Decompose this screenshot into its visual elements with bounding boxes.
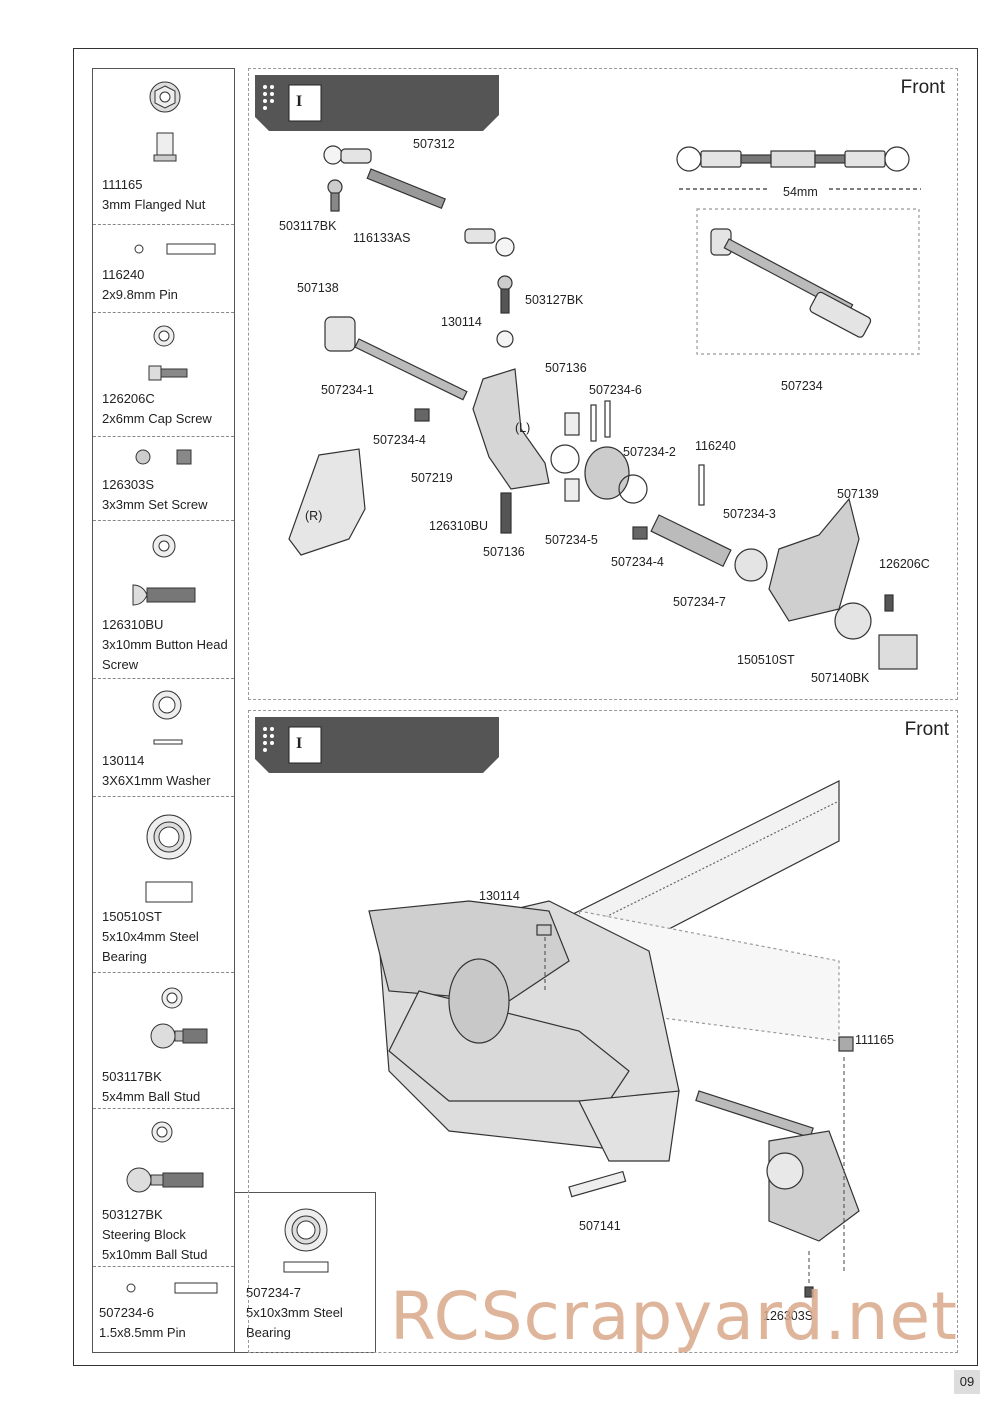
part-item-126310BU: 126310BU 3x10mm Button Head Screw (93, 521, 234, 679)
part-callout: 507312 (413, 137, 455, 151)
part-callout: (L) (515, 421, 531, 435)
part-number: 116240 (102, 267, 145, 282)
part-callout: 130114 (479, 889, 520, 903)
orientation-label: Front (900, 77, 945, 98)
part-item-507234-6: 507234-6 1.5x8.5mm Pin (93, 1267, 234, 1354)
part-number: 111165 (102, 177, 143, 192)
part-number: 126310BU (102, 617, 164, 632)
step-banner (255, 717, 499, 773)
part-description: 5x10x4mm Steel Bearing (102, 929, 199, 964)
part-callout: 507140BK (811, 671, 870, 685)
part-number: 503127BK (102, 1207, 163, 1222)
ball-stud-icon (150, 1023, 208, 1049)
part-callout: 507234-7 (673, 595, 726, 609)
part-callout: 507136 (483, 545, 525, 559)
part-number: 503117BK (102, 1069, 162, 1084)
part-description: 3x3mm Set Screw (102, 497, 208, 512)
parts-sidebar: 111165 3mm Flanged Nut 116240 2x9.8mm Pi… (92, 68, 235, 1353)
page-number: 09 (954, 1370, 980, 1394)
washer-icon (161, 987, 183, 1009)
part-description: 5x10x3mm Steel Bearing (246, 1305, 343, 1340)
washer-icon (151, 1121, 173, 1143)
part-description: 3X6X1mm Washer (102, 773, 211, 788)
step-banner (255, 75, 499, 131)
part-item-130114: 130114 3X6X1mm Washer (93, 679, 234, 797)
step-letter: I (296, 93, 303, 110)
part-callout: 126206C (879, 557, 930, 571)
part-item-126303S: 126303S 3x3mm Set Screw (93, 437, 234, 521)
bearing-icon (146, 814, 192, 860)
part-callout: 507234-1 (321, 383, 374, 397)
part-item-150510ST: 150510ST 5x10x4mm Steel Bearing (93, 797, 234, 973)
part-callout: 507234-2 (623, 445, 676, 459)
part-description: 2x6mm Cap Screw (102, 411, 212, 426)
flanged-nut-icon (149, 81, 181, 113)
cap-screw-icon (148, 365, 188, 381)
part-number: 126303S (102, 477, 155, 492)
orientation-label: Front (904, 719, 949, 740)
washer-icon (152, 690, 182, 720)
ball-stud-icon (126, 1167, 204, 1193)
part-callout: 503117BK (279, 219, 337, 233)
part-description: 3x10mm Button Head Screw (102, 637, 228, 672)
washer-side-icon (153, 739, 183, 745)
part-item-503127BK: 503127BK Steering Block 5x10mm Ball Stud (93, 1109, 234, 1267)
part-callout: 503127BK (525, 293, 584, 307)
pin-icon (134, 243, 216, 255)
part-description: 2x9.8mm Pin (102, 287, 178, 302)
part-number: 150510ST (102, 909, 162, 924)
washer-icon (152, 534, 176, 558)
part-callout: 126303S (763, 1309, 814, 1323)
part-callout: 507141 (579, 1219, 621, 1233)
part-callout: 130114 (441, 315, 482, 329)
part-callout: 111165 (855, 1033, 894, 1047)
part-number: 507234-7 (246, 1285, 301, 1300)
part-callout: 507219 (411, 471, 453, 485)
part-callout: 116240 (695, 439, 736, 453)
flanged-nut-side-icon (153, 132, 177, 162)
part-description: Steering Block 5x10mm Ball Stud (102, 1227, 208, 1262)
part-item-503117BK: 503117BK 5x4mm Ball Stud (93, 973, 234, 1109)
bearing-side-icon (145, 881, 193, 903)
page-frame (73, 48, 978, 1366)
set-screw-icon (135, 449, 192, 465)
part-callout: 507138 (297, 281, 339, 295)
bearing-side-icon (283, 1261, 329, 1273)
part-callout: 150510ST (737, 653, 795, 667)
button-head-screw-icon (132, 584, 196, 606)
part-item-116240: 116240 2x9.8mm Pin (93, 225, 234, 313)
part-callout: 507136 (545, 361, 587, 375)
bearing-icon (284, 1208, 328, 1252)
part-number: 507234-6 (99, 1305, 154, 1320)
dimension-label: 54mm (783, 185, 818, 199)
part-item-111165: 111165 3mm Flanged Nut (93, 69, 234, 225)
part-description: 5x4mm Ball Stud (102, 1089, 201, 1104)
step-panel-2: I Front 130114 111165 507141 126303S (248, 710, 958, 1353)
part-callout: 507234-4 (611, 555, 664, 569)
part-callout: (R) (305, 509, 323, 523)
part-callout: 507139 (837, 487, 879, 501)
step-panel-1: I Front (248, 68, 958, 700)
part-callout: 507234 (781, 379, 823, 393)
part-callout: 507234-6 (589, 383, 642, 397)
part-callout: 116133AS (353, 231, 411, 245)
step-letter: I (296, 735, 303, 752)
part-description: 3mm Flanged Nut (102, 197, 206, 212)
exploded-view-drawing (288, 145, 921, 670)
watermark: RCScrapyard.net (390, 1278, 958, 1355)
part-callout: 507234-4 (373, 433, 426, 447)
part-callout: 126310BU (429, 519, 489, 533)
chassis-assembly-drawing (368, 780, 860, 1298)
pin-icon (126, 1282, 218, 1294)
part-description: 1.5x8.5mm Pin (99, 1325, 186, 1340)
washer-icon (153, 325, 175, 347)
part-callout: 507234-5 (545, 533, 598, 547)
part-callout: 507234-3 (723, 507, 776, 521)
part-number: 126206C (102, 391, 155, 406)
part-item-126206C: 126206C 2x6mm Cap Screw (93, 313, 234, 437)
part-number: 130114 (102, 753, 145, 768)
